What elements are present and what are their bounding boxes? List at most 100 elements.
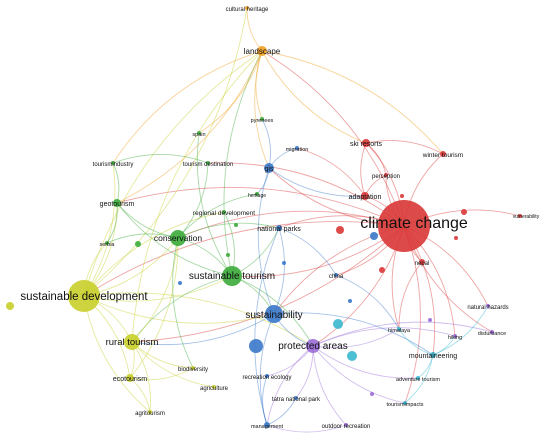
node-management[interactable] <box>264 422 270 428</box>
label-sustainable-development: sustainable development <box>20 291 148 303</box>
node-perception[interactable] <box>384 173 388 177</box>
unlabeled-node-10[interactable] <box>282 261 286 265</box>
node-spain[interactable] <box>197 131 201 135</box>
link-protected-areas-adventure-tourism <box>312 345 419 379</box>
node-sustainable-development[interactable] <box>68 280 100 312</box>
node-agritourism[interactable] <box>148 410 152 414</box>
link-conservation-biodiversity <box>172 237 194 369</box>
label-protected-areas: protected areas <box>278 341 348 352</box>
node-heritage[interactable] <box>255 192 259 196</box>
node-pyrenees[interactable] <box>260 117 264 121</box>
node-conservation[interactable] <box>170 230 186 246</box>
node-climate-change[interactable] <box>378 200 430 252</box>
node-himalaya[interactable] <box>397 327 401 331</box>
link-protected-areas-outdoor-recreation <box>312 345 347 426</box>
label-climate-change: climate change <box>360 215 468 232</box>
label-national-parks: national parks <box>257 226 301 233</box>
label-outdoor-recreation: outdoor recreation <box>322 424 371 430</box>
node-sustainable-tourism[interactable] <box>222 266 242 286</box>
node-hiking[interactable] <box>453 334 457 338</box>
unlabeled-node-14[interactable] <box>234 223 238 227</box>
node-tourism-destination[interactable] <box>206 161 210 165</box>
label-tatra-national-park: tatra national park <box>272 397 321 403</box>
node-china[interactable] <box>334 273 338 277</box>
link-conservation-national-parks <box>177 222 280 239</box>
link-sustainable-development-cultural-heritage <box>83 7 248 297</box>
link-tourism-destination-tourism-industry <box>112 154 209 164</box>
node-nepal[interactable] <box>419 259 425 265</box>
node-natural-hazards[interactable] <box>486 304 490 308</box>
link-ski-resorts-winter-tourism <box>365 140 444 155</box>
node-serbia[interactable] <box>105 241 109 245</box>
label-migration: migration <box>286 147 309 153</box>
node-geotourism[interactable] <box>113 199 121 207</box>
node-national-parks[interactable] <box>276 225 282 231</box>
link-sustainability-rural-tourism <box>131 313 275 346</box>
unlabeled-node-3[interactable] <box>379 267 385 273</box>
node-mountaineering[interactable] <box>430 352 436 358</box>
link-climate-change-landscape <box>261 50 405 227</box>
unlabeled-node-12[interactable] <box>6 302 14 310</box>
label-serbia: serbia <box>100 242 116 248</box>
unlabeled-node-4[interactable] <box>461 209 467 215</box>
label-china: china <box>329 274 344 280</box>
node-tatra-national-park[interactable] <box>294 396 298 400</box>
label-recreation-ecology: recreation ecology <box>242 375 291 381</box>
link-rural-tourism-landscape <box>131 50 263 343</box>
node-protected-areas[interactable] <box>306 339 320 353</box>
unlabeled-node-18[interactable] <box>348 299 352 303</box>
node-migration[interactable] <box>295 146 299 150</box>
unlabeled-node-17[interactable] <box>428 318 432 322</box>
node-disturbance[interactable] <box>490 330 494 334</box>
node-ecotourism[interactable] <box>126 374 134 382</box>
node-cultural-heritage[interactable] <box>245 6 249 10</box>
node-tourism-impacts[interactable] <box>403 401 407 405</box>
node-landscape[interactable] <box>257 46 267 56</box>
node-sustainability[interactable] <box>265 305 283 323</box>
link-sustainable-tourism-geotourism <box>116 202 233 277</box>
node-biodiversity[interactable] <box>191 366 195 370</box>
node-tourism-industry[interactable] <box>111 161 115 165</box>
node-winter-tourism[interactable] <box>440 151 446 157</box>
link-landscape-pyrenees <box>255 50 263 120</box>
unlabeled-node-6[interactable] <box>400 194 404 198</box>
node-vulnerability[interactable] <box>518 214 522 218</box>
unlabeled-node-11[interactable] <box>178 281 182 285</box>
label-management: management <box>251 424 284 430</box>
unlabeled-node-2[interactable] <box>370 232 378 240</box>
unlabeled-node-15[interactable] <box>226 253 230 257</box>
label-regional-development: regional development <box>193 210 255 217</box>
link-sustainable-development-regional-development <box>83 211 225 297</box>
link-climate-change-sustainable-development <box>83 221 405 297</box>
link-recreation-ecology-management <box>262 375 268 426</box>
node-adventure-tourism[interactable] <box>416 376 420 380</box>
node-agriculture[interactable] <box>212 385 216 389</box>
link-conservation-tourism-destination <box>177 162 209 239</box>
link-sustainable-development-tourism-industry <box>83 162 116 297</box>
unlabeled-node-9[interactable] <box>249 339 263 353</box>
unlabeled-node-13[interactable] <box>135 241 141 247</box>
link-mountaineering-himalaya <box>398 328 434 356</box>
node-rural-tourism[interactable] <box>124 334 140 350</box>
label-vulnerability: vulnerability <box>513 214 540 220</box>
node-ski-resorts[interactable] <box>362 139 370 147</box>
node-adaptation[interactable] <box>361 192 369 200</box>
label-layer: climate change sustainable development sus… <box>20 7 539 430</box>
node-recreation-ecology[interactable] <box>265 374 269 378</box>
node-regional-development[interactable] <box>222 210 226 214</box>
unlabeled-node-16[interactable] <box>370 392 374 396</box>
link-china-himalaya <box>335 274 400 330</box>
unlabeled-node-5[interactable] <box>454 236 458 240</box>
unlabeled-node-8[interactable] <box>347 351 357 361</box>
node-outdoor-recreation[interactable] <box>344 423 348 427</box>
node-layer <box>6 6 522 428</box>
node-gis[interactable] <box>264 163 274 173</box>
label-sustainable-tourism: sustainable tourism <box>189 271 275 282</box>
label-winter-tourism: winter tourism <box>422 152 463 159</box>
link-sustainability-gis <box>257 167 275 315</box>
unlabeled-node-7[interactable] <box>333 319 343 329</box>
label-biodiversity: biodiversity <box>178 367 208 373</box>
unlabeled-node-1[interactable] <box>336 226 344 234</box>
label-tourism-destination: tourism destination <box>183 162 233 168</box>
label-cultural-heritage: cultural heritage <box>226 7 269 13</box>
